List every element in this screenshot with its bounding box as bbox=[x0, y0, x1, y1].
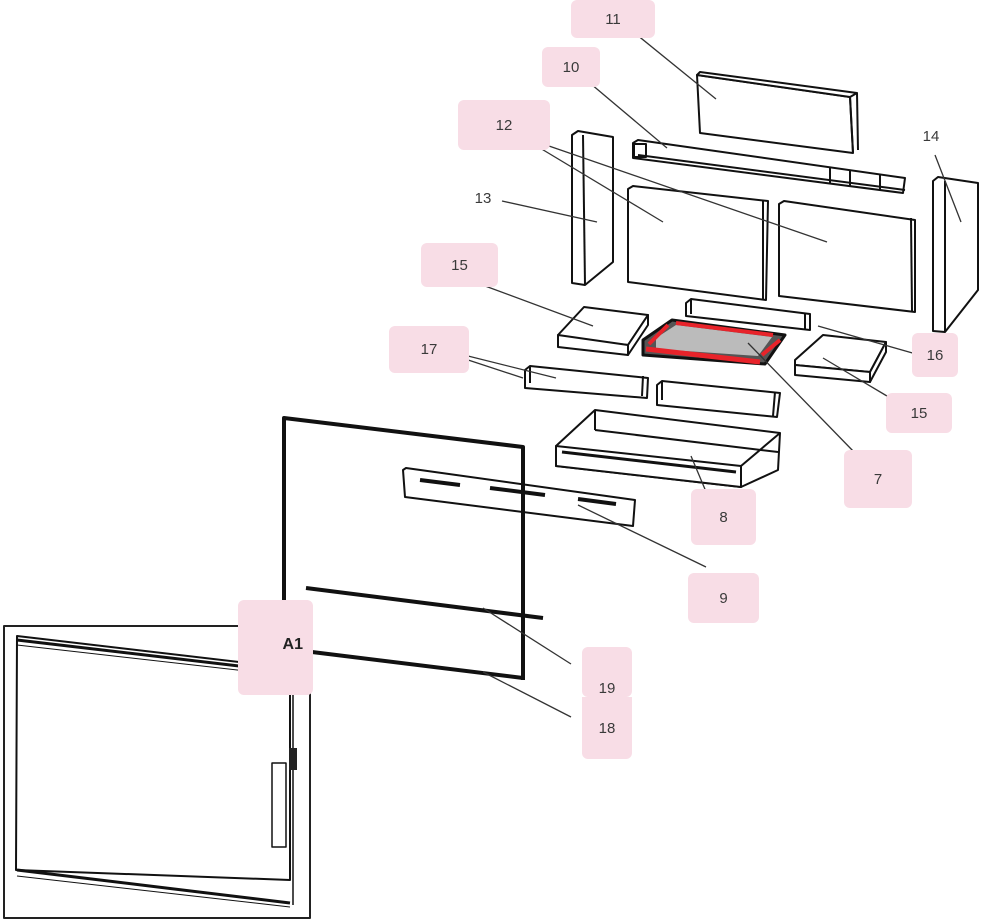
callout-18: 18 bbox=[582, 697, 632, 759]
part-11-baffle[interactable] bbox=[696, 71, 859, 154]
callout-15-right: 15 bbox=[886, 393, 952, 433]
part-17-front-strip-right[interactable] bbox=[656, 380, 781, 418]
part-17-front-strip-left[interactable] bbox=[524, 365, 649, 399]
part-12-back-brick-left[interactable] bbox=[627, 185, 769, 301]
part-16-floor-strip[interactable] bbox=[685, 298, 811, 331]
callout-16: 16 bbox=[912, 333, 958, 377]
part-10-rail[interactable] bbox=[632, 139, 906, 194]
part-8-ash-pan[interactable] bbox=[555, 409, 781, 488]
part-14-right-side-brick[interactable] bbox=[932, 176, 979, 333]
part-15-floor-brick-right[interactable] bbox=[794, 334, 887, 383]
callout-15-left: 15 bbox=[421, 243, 498, 287]
callout-a1: A1 bbox=[238, 600, 313, 695]
part-19-gasket[interactable] bbox=[305, 586, 544, 620]
part-7-grate[interactable] bbox=[641, 318, 787, 366]
part-13-left-side-brick[interactable] bbox=[571, 130, 614, 286]
door-glass-frame[interactable] bbox=[282, 416, 525, 680]
callout-10: 10 bbox=[542, 47, 600, 87]
callout-14: 14 bbox=[922, 127, 940, 145]
callout-8: 8 bbox=[691, 489, 756, 545]
callout-7: 7 bbox=[844, 450, 912, 508]
callout-11: 11 bbox=[571, 0, 655, 38]
callout-17: 17 bbox=[389, 326, 469, 373]
callout-13: 13 bbox=[474, 189, 492, 207]
part-12-back-brick-right[interactable] bbox=[778, 200, 916, 313]
callout-19: 19 bbox=[582, 647, 632, 697]
callout-12: 12 bbox=[458, 100, 550, 150]
part-15-floor-brick-left[interactable] bbox=[557, 306, 649, 356]
callout-9: 9 bbox=[688, 573, 759, 623]
leader-lines bbox=[455, 29, 962, 718]
part-9-air-deflector[interactable] bbox=[402, 467, 636, 527]
